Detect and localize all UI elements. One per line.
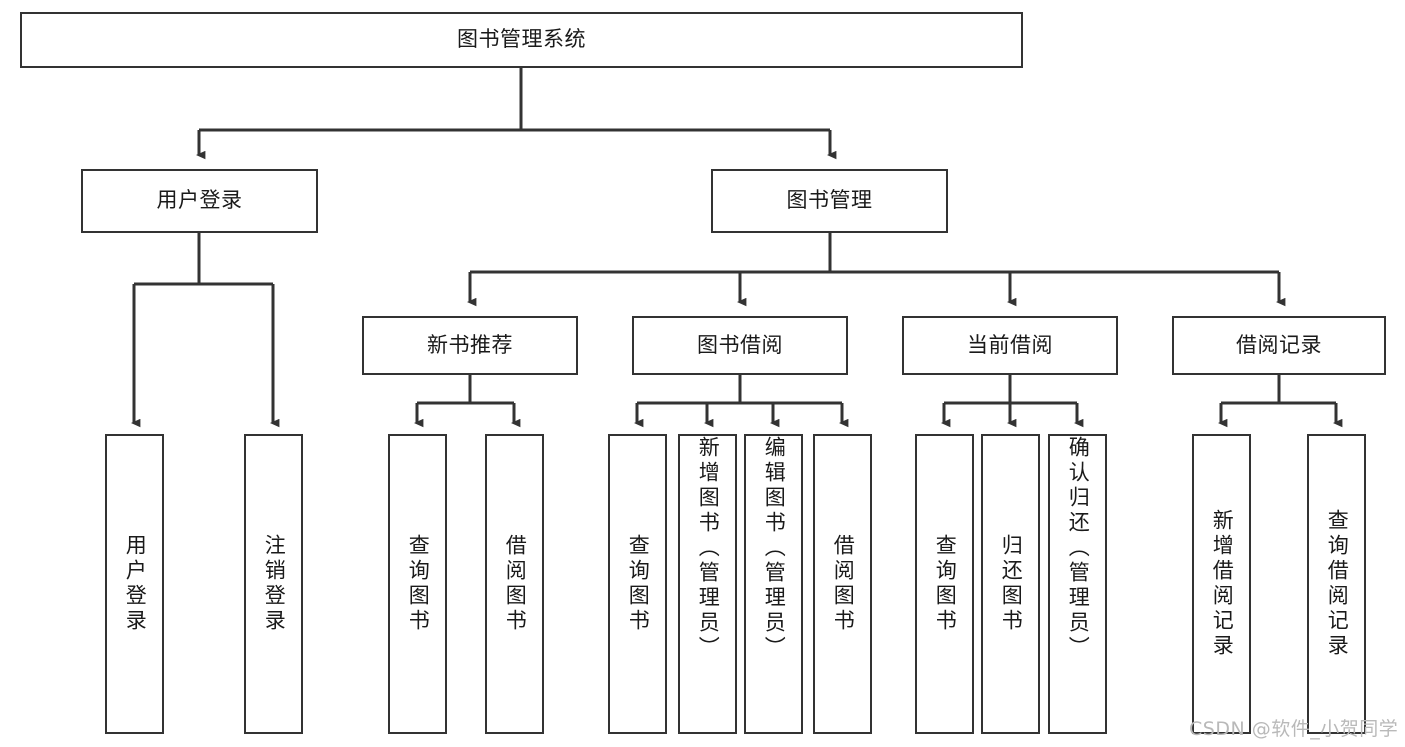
node-leaf-edit-book[interactable]: 编辑图书（管理员） bbox=[744, 434, 803, 734]
node-book-management[interactable]: 图书管理 bbox=[711, 169, 948, 233]
node-leaf-add-record-label: 新增借阅记录 bbox=[1210, 509, 1235, 659]
node-leaf-return-book[interactable]: 归还图书 bbox=[981, 434, 1040, 734]
node-borrow-record[interactable]: 借阅记录 bbox=[1172, 316, 1386, 375]
node-user-login-label: 用户登录 bbox=[156, 188, 243, 213]
watermark-text: CSDN @软件_小贺同学 bbox=[1189, 718, 1399, 740]
node-leaf-query-book-1[interactable]: 查询图书 bbox=[388, 434, 447, 734]
node-book-borrow[interactable]: 图书借阅 bbox=[632, 316, 848, 375]
node-leaf-query-book-2[interactable]: 查询图书 bbox=[608, 434, 667, 734]
node-new-book-recommend[interactable]: 新书推荐 bbox=[362, 316, 578, 375]
node-leaf-query-book-1-label: 查询图书 bbox=[406, 534, 431, 634]
node-book-borrow-label: 图书借阅 bbox=[697, 332, 783, 357]
node-leaf-add-book-label: 新增图书（管理员） bbox=[696, 436, 721, 661]
node-leaf-query-book-2-label: 查询图书 bbox=[626, 534, 651, 634]
node-leaf-borrow-book-1[interactable]: 借阅图书 bbox=[485, 434, 544, 734]
node-leaf-query-record-label: 查询借阅记录 bbox=[1325, 509, 1350, 659]
node-borrow-record-label: 借阅记录 bbox=[1236, 332, 1322, 357]
node-current-borrow-label: 当前借阅 bbox=[967, 332, 1053, 357]
node-leaf-user-logout[interactable]: 注销登录 bbox=[244, 434, 303, 734]
node-leaf-edit-book-label: 编辑图书（管理员） bbox=[762, 436, 787, 661]
node-leaf-borrow-book-2-label: 借阅图书 bbox=[831, 534, 856, 634]
node-leaf-return-book-label: 归还图书 bbox=[999, 534, 1024, 634]
node-leaf-query-book-3-label: 查询图书 bbox=[933, 534, 958, 634]
node-leaf-borrow-book-2[interactable]: 借阅图书 bbox=[813, 434, 872, 734]
node-leaf-add-book[interactable]: 新增图书（管理员） bbox=[678, 434, 737, 734]
node-leaf-user-logout-label: 注销登录 bbox=[262, 534, 287, 634]
node-leaf-borrow-book-1-label: 借阅图书 bbox=[503, 534, 528, 634]
node-leaf-add-record[interactable]: 新增借阅记录 bbox=[1192, 434, 1251, 734]
node-root-label: 图书管理系统 bbox=[457, 27, 586, 52]
node-user-login[interactable]: 用户登录 bbox=[81, 169, 318, 233]
node-root[interactable]: 图书管理系统 bbox=[20, 12, 1023, 68]
node-leaf-query-record[interactable]: 查询借阅记录 bbox=[1307, 434, 1366, 734]
node-leaf-confirm-return[interactable]: 确认归还（管理员） bbox=[1048, 434, 1107, 734]
node-leaf-user-login[interactable]: 用户登录 bbox=[105, 434, 164, 734]
node-book-management-label: 图书管理 bbox=[786, 188, 873, 213]
node-leaf-user-login-label: 用户登录 bbox=[123, 534, 148, 634]
node-current-borrow[interactable]: 当前借阅 bbox=[902, 316, 1118, 375]
node-new-book-recommend-label: 新书推荐 bbox=[427, 332, 513, 357]
node-leaf-confirm-return-label: 确认归还（管理员） bbox=[1066, 436, 1091, 661]
node-leaf-query-book-3[interactable]: 查询图书 bbox=[915, 434, 974, 734]
